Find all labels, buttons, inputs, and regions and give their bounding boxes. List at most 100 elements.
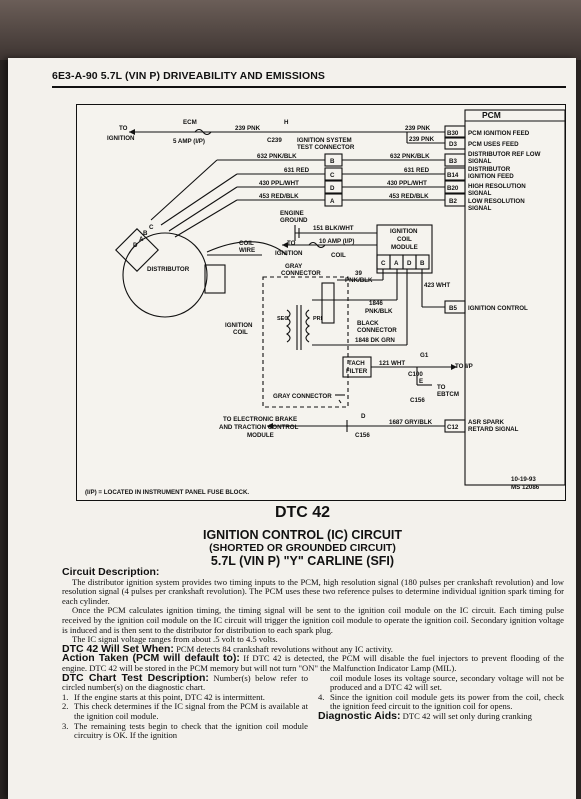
distributor-label: DISTRIBUTOR bbox=[147, 266, 190, 273]
e-label: E bbox=[419, 378, 423, 385]
c12-pin: C12 bbox=[447, 424, 459, 431]
ic-module-2: COIL bbox=[397, 236, 412, 243]
sec-label: SEC bbox=[277, 316, 288, 322]
item-1-text: If the engine starts at this point, DTC … bbox=[74, 691, 265, 702]
w1848-label: 1848 DK GRN bbox=[355, 337, 395, 344]
conn-letter-2: C bbox=[330, 172, 335, 179]
wire-pcm-3: 632 PNK/BLK bbox=[390, 153, 430, 160]
coil-wire-2: WIRE bbox=[239, 247, 255, 254]
item-2-text: This check determines if the IC signal f… bbox=[74, 701, 308, 721]
ebtcm-text-1: TO ELECTRONIC BRAKE bbox=[223, 416, 297, 423]
cd-para-2: Once the PCM calculates ignition timing,… bbox=[62, 605, 564, 635]
g1-label: G1 bbox=[420, 352, 429, 359]
b5-pin: B5 bbox=[449, 305, 457, 312]
pcm-label-7: HIGH RESOLUTION bbox=[468, 183, 526, 190]
ecm-label: ECM bbox=[183, 119, 197, 126]
w1846b-label: PNK/BLK bbox=[365, 308, 393, 315]
pcm-label-5: DISTRIBUTOR bbox=[468, 166, 511, 173]
ebtcm-text-3: MODULE bbox=[247, 432, 274, 439]
w151-label: 151 BLK/WHT bbox=[313, 225, 354, 232]
ignition2-label: IGNITION bbox=[275, 250, 303, 257]
left-wire-3: 430 PPL/WHT bbox=[259, 180, 299, 187]
date-label: 10-19-93 bbox=[511, 476, 536, 483]
distributor-body bbox=[122, 232, 208, 318]
black-conn-2: CONNECTOR bbox=[357, 327, 397, 334]
gray-conn-bottom: GRAY CONNECTOR bbox=[273, 393, 332, 400]
asr-1: ASR SPARK bbox=[468, 419, 505, 426]
engine-label: ENGINE bbox=[280, 210, 304, 217]
carline-title: 5.7L (VIN P) "Y" CARLINE (SFI) bbox=[210, 554, 395, 568]
item-1-num: 1. bbox=[62, 691, 69, 702]
ign-control-label: IGNITION CONTROL bbox=[468, 305, 528, 312]
cd-para-1: The distributor ignition system provides… bbox=[62, 576, 564, 606]
w423-label: 423 WHT bbox=[424, 282, 450, 289]
tach-1: TACH bbox=[348, 360, 365, 367]
to-ip-label: TO I/P bbox=[455, 363, 473, 370]
set-text: PCM detects 84 crankshaft revolutions wi… bbox=[176, 643, 393, 654]
conn-letter-3: D bbox=[330, 185, 335, 192]
pcm-label-6: IGNITION FEED bbox=[468, 173, 514, 180]
pin-3: B3 bbox=[449, 158, 457, 165]
circuit-subtitle: (SHORTED OR GROUNDED CIRCUIT) bbox=[209, 542, 396, 554]
description-body: Circuit Description: The distributor ign… bbox=[62, 567, 564, 741]
to2-label: TO bbox=[287, 240, 296, 247]
set-heading: DTC 42 Will Set When: bbox=[62, 642, 174, 655]
ic-module-1: IGNITION bbox=[390, 228, 418, 235]
w1687-label: 1687 GRY/BLK bbox=[389, 419, 433, 426]
wiring-svg: PCM TO IGNITION ECM 5 AMP (I/P) 239 PNK … bbox=[85, 109, 566, 496]
footnote: (I/P) = LOCATED IN INSTRUMENT PANEL FUSE… bbox=[85, 489, 249, 496]
c156b-label: C156 bbox=[355, 432, 370, 439]
cd-para-3: The IC signal voltage ranges from about … bbox=[72, 634, 278, 645]
h-label: H bbox=[284, 119, 289, 126]
fuse5-label: 5 AMP (I/P) bbox=[173, 138, 205, 145]
ic-module-box bbox=[376, 224, 433, 274]
w39-label: 39 bbox=[355, 270, 362, 277]
ic-module-3: MODULE bbox=[391, 244, 418, 251]
action-heading: Action Taken (PCM will default to): bbox=[62, 652, 240, 665]
pcm-label-1: PCM IGNITION FEED bbox=[468, 130, 530, 137]
item-3-text: The remaining tests begin to check that … bbox=[74, 720, 308, 741]
ms-label: MS 12086 bbox=[511, 484, 540, 491]
ground-label: GROUND bbox=[280, 217, 308, 224]
wire239-label: 239 PNK bbox=[235, 125, 261, 132]
wire-pcm-1: 239 PNK bbox=[405, 125, 431, 132]
item-4-text: Since the ignition coil module gets its … bbox=[330, 691, 564, 712]
chart-heading: DTC Chart Test Description: bbox=[62, 671, 209, 684]
pri-label: PRI bbox=[313, 316, 323, 322]
pin-1: B30 bbox=[447, 130, 459, 137]
pin-5: B20 bbox=[447, 185, 459, 192]
black-conn-1: BLACK bbox=[357, 320, 379, 327]
pcm-box bbox=[464, 109, 566, 486]
to-ebtcm-label: TO bbox=[437, 384, 446, 391]
d-letter: D bbox=[361, 413, 366, 420]
pcm-label-9: LOW RESOLUTION bbox=[468, 198, 525, 205]
ebtcm-label: EBTCM bbox=[437, 391, 459, 398]
conn-letter-4: A bbox=[330, 198, 335, 205]
circuit-title: IGNITION CONTROL (IC) CIRCUIT bbox=[202, 528, 403, 542]
coil-label: COIL bbox=[331, 252, 346, 259]
left-wire-2: 631 RED bbox=[284, 167, 310, 174]
left-wire-4: 453 RED/BLK bbox=[259, 193, 299, 200]
ignition-coil-2: COIL bbox=[233, 329, 248, 336]
chart-text: Number(s) below refer to circled number(… bbox=[62, 672, 308, 693]
ic-pin-d: D bbox=[407, 260, 412, 267]
action-text: If DTC 42 is detected, the PCM will disa… bbox=[62, 653, 564, 673]
dist-pin-d: D bbox=[133, 242, 138, 249]
item-3-num: 3. bbox=[62, 720, 69, 731]
aids-heading: Diagnostic Aids: bbox=[318, 709, 401, 722]
pin-2: D3 bbox=[449, 141, 457, 148]
dist-pin-c: C bbox=[149, 224, 154, 231]
pcm-title: PCM bbox=[482, 110, 501, 120]
to-ignition-label: IGNITION bbox=[107, 135, 135, 142]
dist-pin-a: A bbox=[139, 236, 144, 243]
col2-para: coil module loses its voltage source, se… bbox=[330, 672, 564, 693]
ignition-coil-1: IGNITION bbox=[225, 322, 253, 329]
pin-6: B2 bbox=[449, 198, 457, 205]
to-label: TO bbox=[119, 125, 128, 132]
ic-pin-b: B bbox=[420, 260, 425, 267]
pcm-label-10: SIGNAL bbox=[468, 205, 492, 212]
item-2-num: 2. bbox=[62, 701, 69, 712]
wire-pcm-5: 430 PPL/WHT bbox=[387, 180, 427, 187]
wire-pcm-6: 453 RED/BLK bbox=[389, 193, 429, 200]
gray-conn-2: CONNECTOR bbox=[281, 270, 321, 277]
